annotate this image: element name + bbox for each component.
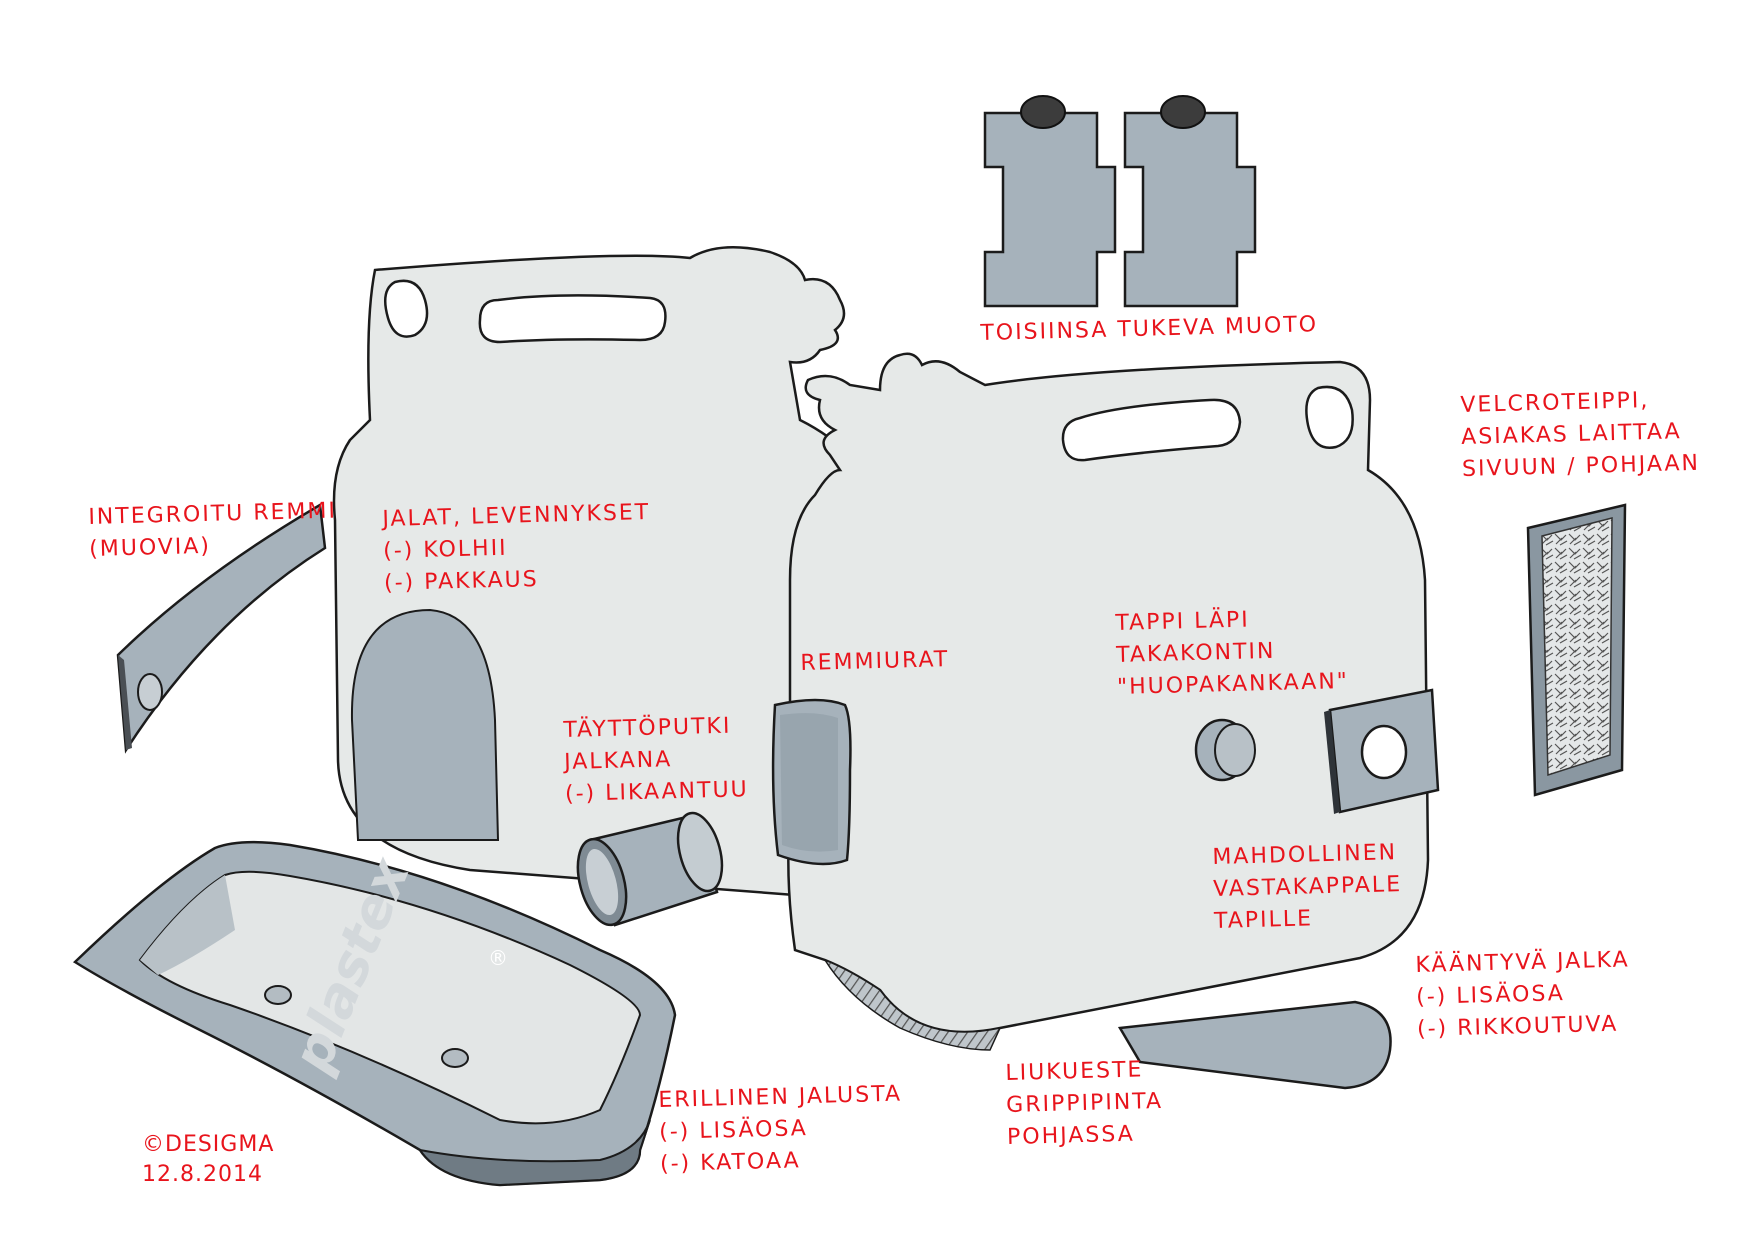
integrated-strap [116, 502, 327, 754]
note-folding-leg: KÄÄNTYVÄ JALKA (-) LISÄOSA (-) RIKKOUTUV… [1415, 947, 1630, 1042]
note-strap-slots: REMMIURAT [800, 647, 950, 676]
separate-stand: plastex ® [72, 840, 677, 1187]
front-canister-handle [1061, 398, 1242, 462]
back-canister-leg-extension [350, 608, 500, 841]
note-fill-pipe: TÄYTTÖPUTKI JALKANA (-) LIKAANTUU [563, 713, 750, 807]
cap-right [1160, 95, 1206, 129]
designer-signature: ©DESIGMA 12.8.2014 [142, 1132, 275, 1187]
back-canister [332, 245, 917, 902]
folding-leg [1117, 1000, 1392, 1090]
pin [1194, 718, 1256, 782]
back-canister-grip-hole [383, 279, 429, 338]
back-canister-handle [478, 294, 667, 344]
interlocking-blocks [983, 95, 1257, 308]
note-counterpart: MAHDOLLINEN VASTAKAPPALE TAPILLE [1212, 840, 1403, 934]
brand-logo-mark: ® [488, 946, 508, 970]
velcro-strip [1526, 503, 1627, 797]
fill-pipe [576, 811, 724, 927]
note-integrated-strap: INTEGROITU REMMI (MUOVIA) [88, 498, 338, 562]
stand-hole-left [264, 985, 292, 1005]
note-separate-stand: ERILLINEN JALUSTA (-) LISÄOSA (-) KATOAA [658, 1081, 903, 1177]
strap-hole [137, 673, 163, 711]
stand-hole-right [441, 1048, 469, 1068]
note-pin: TAPPI LÄPI TAKAKONTIN "HUOPAKANKAAN" [1115, 607, 1350, 700]
cap-left [1020, 95, 1066, 129]
note-non-slip: LIUKUESTE GRIPPIPINTA POHJASSA [1005, 1057, 1164, 1150]
counterpart-plate [1324, 688, 1440, 814]
note-velcro: VELCROTEIPPI, ASIAKAS LAITTAA SIVUUN / P… [1460, 388, 1701, 482]
non-slip-grip-surface [823, 958, 1002, 1051]
interlocking-block-left [983, 111, 1117, 308]
interlocking-block-right [1123, 111, 1257, 308]
front-canister-grip-hole [1305, 385, 1354, 449]
front-canister [771, 352, 1440, 1090]
note-legs: JALAT, LEVENNYKSET (-) KOLHII (-) PAKKAU… [382, 499, 651, 596]
